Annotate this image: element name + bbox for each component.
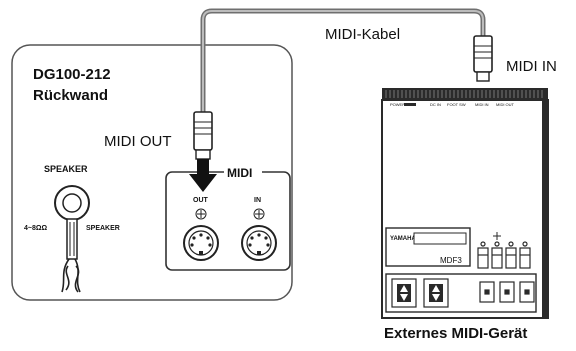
device-cursor-pad[interactable] — [391, 278, 417, 308]
midi-cable-label: MIDI-Kabel — [325, 26, 400, 43]
external-device-caption: Externes MIDI-Gerät — [384, 325, 527, 342]
device-label-dc-in: DC IN — [430, 102, 441, 107]
amp-rear-panel-label: Rückwand — [33, 87, 108, 104]
midi-out-plug — [193, 111, 213, 160]
device-label-midi-in: MIDI IN — [475, 102, 489, 107]
device-label-power: POWER — [390, 102, 405, 107]
device-switch-bank — [477, 241, 531, 269]
device-buttons[interactable] — [479, 281, 535, 303]
speaker-jack — [54, 185, 90, 260]
midi-in-plug — [473, 35, 493, 82]
speaker-heading: SPEAKER — [44, 164, 88, 174]
device-label-midi-out: MIDI OUT — [496, 102, 515, 107]
external-midi-device: POWER DC IN FOOT SW MIDI IN MIDI OUT YAM… — [381, 88, 549, 319]
amp-model-label: DG100-212 — [33, 66, 111, 83]
device-brand: YAMAHA — [390, 236, 416, 242]
midi-in-screw-icon — [253, 208, 265, 220]
speaker-impedance-label: 4~8ΩΩ — [24, 225, 47, 232]
device-lcd — [413, 232, 467, 245]
device-antenna-icon — [493, 232, 501, 240]
midi-panel-label: MIDI — [227, 166, 252, 180]
device-label-foot-sw: FOOT SW — [447, 102, 466, 107]
device-model: MDF3 — [440, 256, 462, 265]
midi-in-plug-label: MIDI IN — [506, 58, 557, 75]
midi-in-jack-label: IN — [254, 197, 261, 204]
device-data-wheel[interactable] — [423, 278, 449, 308]
midi-out-jack[interactable] — [183, 225, 219, 261]
midi-out-screw-icon — [195, 208, 207, 220]
speaker-jack-label: SPEAKER — [86, 225, 120, 232]
insert-arrow-icon — [189, 159, 217, 192]
midi-out-jack-label: OUT — [193, 197, 209, 204]
midi-out-plug-label: MIDI OUT — [104, 133, 172, 150]
midi-in-jack[interactable] — [241, 225, 277, 261]
speaker-cable — [61, 258, 81, 293]
